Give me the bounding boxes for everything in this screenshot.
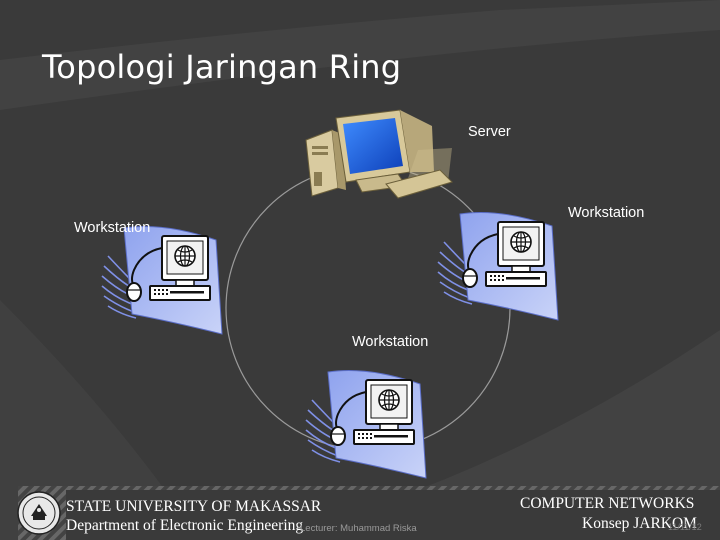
footer-subject: Konsep JARKOM	[582, 515, 697, 532]
footer-department: Department of Electronic Engineering	[66, 517, 304, 534]
footer-page-number: 11/11/12	[668, 522, 702, 532]
workstation-left-label: Workstation	[74, 220, 151, 236]
university-seal-logo	[17, 491, 61, 535]
workstation-bottom-label: Workstation	[352, 334, 429, 350]
footer-university: STATE UNIVERSITY OF MAKASSAR	[66, 498, 322, 515]
workstation-right-label: Workstation	[568, 205, 645, 221]
footer-lecturer: Lecturer: Muhammad Riska	[300, 523, 417, 534]
footer-course: COMPUTER NETWORKS	[520, 495, 695, 512]
slide-title: Topologi Jaringan Ring	[42, 48, 402, 86]
server-computer-icon	[305, 109, 453, 199]
server-label: Server	[468, 124, 511, 140]
